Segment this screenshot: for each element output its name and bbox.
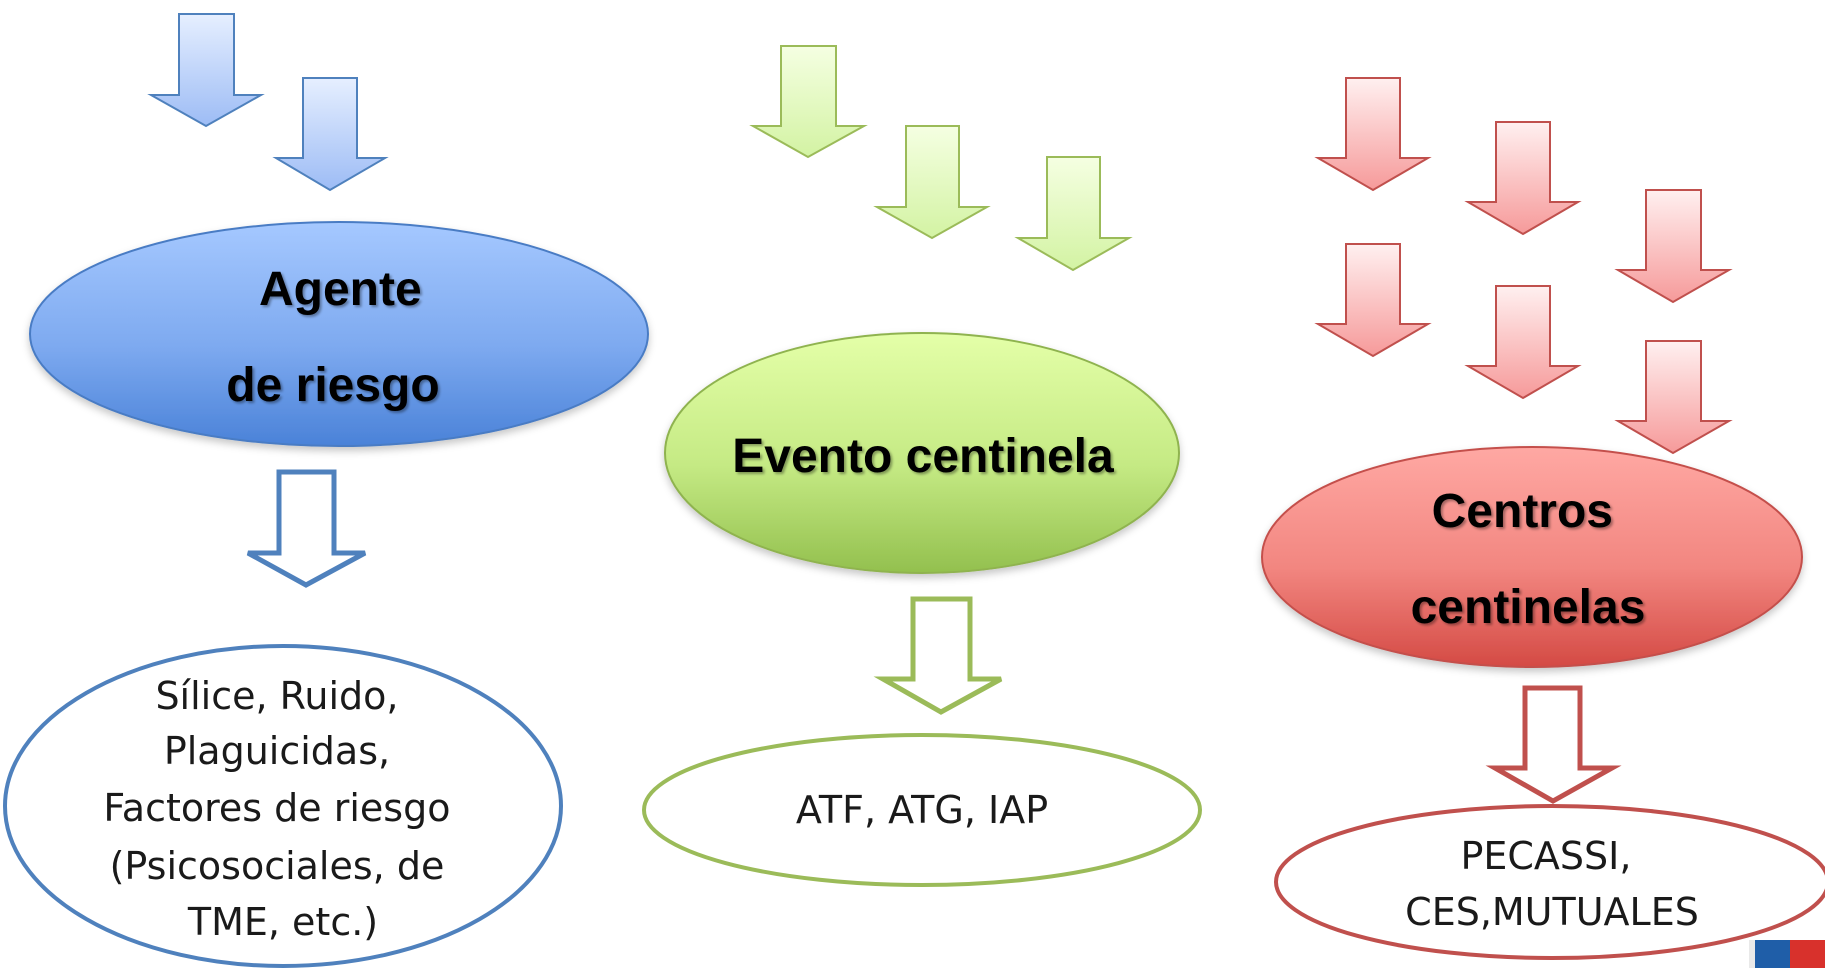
down-arrow-icon	[1614, 189, 1733, 304]
down-arrow-icon	[272, 77, 389, 192]
column-centros-centinelas: Centros centinelas PECASSI, CES,MUTUALES	[1261, 77, 1825, 960]
flag-red-stripe	[1790, 940, 1825, 968]
svg-text:Agente de riesgo: Agente de riesgo	[226, 263, 439, 412]
column-agente-de-riesgo: Agente de riesgo Sílice, Ruido, Plaguici…	[3, 13, 649, 968]
centros-centinelas-oval	[1261, 446, 1803, 668]
evento-detail-oval	[642, 733, 1202, 887]
evento-title-line-1: Evento centinela	[732, 430, 1114, 483]
flag-blue-stripe	[1755, 940, 1790, 968]
down-arrow-icon	[1314, 243, 1432, 358]
down-arrow-icon	[749, 45, 868, 159]
agente-title-line-2: de riesgo	[226, 359, 439, 412]
down-arrow-icon	[1464, 285, 1582, 400]
down-arrow-icon	[1014, 156, 1133, 272]
incoming-arrows-blue	[147, 13, 389, 192]
incoming-arrows-red	[1314, 77, 1733, 455]
down-arrow-icon	[1314, 77, 1432, 192]
down-arrow-icon	[147, 13, 265, 128]
down-arrow-icon	[1464, 121, 1582, 236]
agente-detail-line-3: Factores de riesgo	[103, 786, 450, 830]
flag-white-stripe	[1749, 940, 1755, 968]
svg-text:Centros centinelas: Centros centinelas	[1411, 485, 1646, 634]
svg-text:Sílice, Ruido, Plaguicid: Sílice, Ruido, Plaguicidas, Factores de …	[103, 674, 462, 944]
evento-centinela-oval	[664, 332, 1180, 574]
hollow-down-arrow-icon	[246, 469, 367, 588]
svg-text:Evento centinela: Evento centinela	[732, 430, 1114, 483]
agente-detail-line-5: TME, etc.)	[187, 900, 378, 944]
centros-detail-line-2: CES,MUTUALES	[1405, 890, 1699, 934]
column-evento-centinela: Evento centinela ATF, ATG, IAP	[642, 45, 1202, 887]
centros-detail-line-1: PECASSI,	[1460, 834, 1631, 878]
flag-icon	[1749, 940, 1825, 968]
incoming-arrows-green	[749, 45, 1133, 272]
down-arrow-icon	[1614, 340, 1733, 455]
centros-title-line-1: Centros	[1432, 485, 1613, 538]
evento-detail-line-1: ATF, ATG, IAP	[796, 788, 1048, 832]
hollow-down-arrow-icon	[873, 596, 1003, 715]
agente-detail-line-1: Sílice, Ruido,	[155, 674, 398, 718]
hollow-down-arrow-icon	[1485, 685, 1622, 804]
down-arrow-icon	[873, 125, 991, 240]
agente-detail-line-2: Plaguicidas,	[164, 729, 390, 773]
agente-de-riesgo-oval	[29, 221, 649, 447]
agente-detail-oval	[3, 644, 563, 968]
centros-title-line-2: centinelas	[1411, 581, 1646, 634]
svg-text:ATF, ATG, IAP: ATF, ATG, IAP	[796, 788, 1048, 832]
centros-detail-oval	[1274, 804, 1825, 960]
agente-title-line-1: Agente	[259, 263, 422, 316]
svg-text:PECASSI, CES,MUTUALES: PECASSI, CES,MUTUALES	[1405, 834, 1699, 934]
agente-detail-line-4: (Psicosociales, de	[110, 844, 445, 888]
